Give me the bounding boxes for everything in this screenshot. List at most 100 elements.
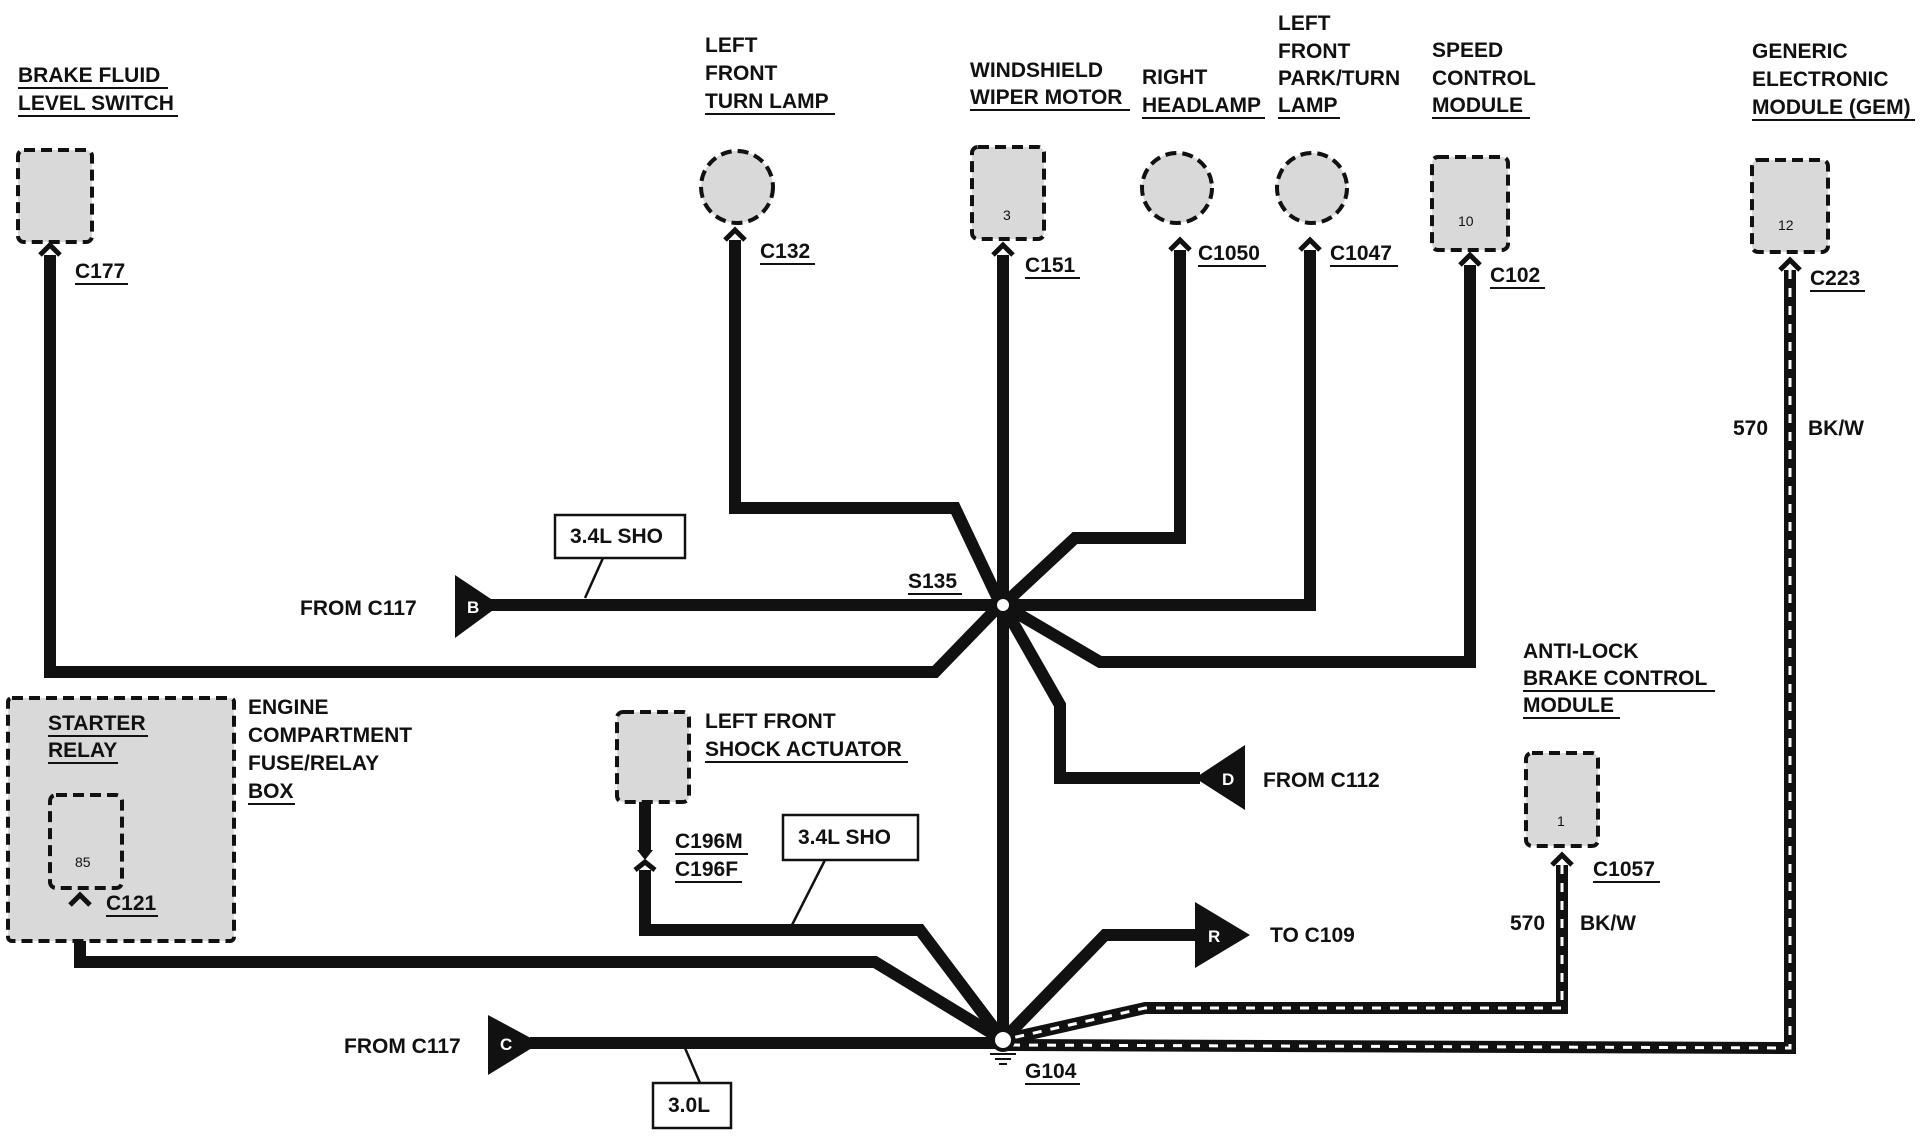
relay-pin: 85 <box>75 854 91 870</box>
gem-label-3: MODULE (GEM) <box>1752 96 1911 119</box>
wiper-label-2: WIPER MOTOR <box>970 86 1122 109</box>
ref-b: B FROM C117 <box>300 575 500 638</box>
g104-label: G104 <box>1025 1060 1077 1083</box>
tag-3-0l-box <box>651 1081 733 1130</box>
ref-r-triangle <box>1195 902 1250 968</box>
ref-d-text: FROM C112 <box>1263 769 1380 792</box>
ref-b-text: FROM C117 <box>300 597 417 620</box>
starter-relay-label-1: STARTER <box>48 712 146 735</box>
ref-r: R TO C109 <box>1195 902 1355 968</box>
wire-c223-stripe <box>1002 270 1792 1050</box>
turn-lamp-body <box>699 149 775 225</box>
fuse-box-label-2: COMPARTMENT <box>248 724 412 747</box>
c102-label: C102 <box>1490 264 1540 287</box>
park-lamp-body <box>1275 151 1349 225</box>
connector-female-icon <box>633 858 657 872</box>
brake-fluid-switch-body <box>16 148 94 244</box>
ref-b-triangle <box>455 575 500 638</box>
component-left-front-park-turn-lamp: LEFT FRONT PARK/TURN LAMP C1047 <box>1275 12 1400 267</box>
connector-icon <box>38 241 62 257</box>
wire-to-c109 <box>998 929 1200 1045</box>
gem-label-2: ELECTRONIC <box>1752 68 1889 91</box>
component-speed-control-module: 10 SPEED CONTROL MODULE C102 <box>1430 39 1545 289</box>
tag-leader <box>790 859 827 926</box>
splice-s135: S135 <box>908 570 1016 618</box>
wiper-label-1: WINDSHIELD <box>970 59 1103 82</box>
speed-label-2: CONTROL <box>1432 67 1536 90</box>
splice-center <box>997 599 1009 611</box>
wire-from-c112 <box>997 602 1200 784</box>
brake-fluid-label-2: LEVEL SWITCH <box>18 92 174 115</box>
component-left-front-turn-lamp: LEFT FRONT TURN LAMP C132 <box>699 34 835 265</box>
speed-label-1: SPEED <box>1432 39 1503 62</box>
wires <box>44 240 1796 1055</box>
component-gem: 12 GENERIC ELECTRONIC MODULE (GEM) C223 … <box>1733 40 1915 440</box>
shock-label-2: SHOCK ACTUATOR <box>705 738 902 761</box>
tag-sho-mid-box <box>781 813 920 862</box>
component-right-headlamp: RIGHT HEADLAMP C1050 <box>1140 66 1266 267</box>
connector-male-icon <box>637 850 653 860</box>
wire-c1047 <box>1003 250 1316 611</box>
c1047-label: C1047 <box>1330 242 1392 265</box>
tag-sho-mid: 3.4L SHO <box>781 813 920 926</box>
abs-circuit-color: BK/W <box>1580 912 1636 935</box>
c1050-label: C1050 <box>1198 242 1260 265</box>
wire-c1050 <box>998 250 1186 610</box>
park-lamp-label-3: PARK/TURN <box>1278 67 1400 90</box>
wire-c196 <box>639 870 1008 1044</box>
c223-label: C223 <box>1810 267 1860 290</box>
speed-label-3: MODULE <box>1432 94 1523 117</box>
fuse-box-label-1: ENGINE <box>248 696 329 719</box>
ref-c-triangle <box>488 1015 540 1075</box>
ref-r-letter: R <box>1208 927 1220 946</box>
turn-lamp-label-1: LEFT <box>705 34 758 57</box>
abs-module-body <box>1524 751 1600 848</box>
brake-fluid-label-1: BRAKE FLUID <box>18 64 160 87</box>
wire-c177 <box>44 255 1005 678</box>
fuse-box-label-3: FUSE/RELAY <box>248 752 379 775</box>
tag-3-0l: 3.0L <box>651 1047 733 1130</box>
component-abs-module: 1 ANTI-LOCK BRAKE CONTROL MODULE C1057 5… <box>1510 640 1715 935</box>
headlamp-body <box>1140 151 1214 225</box>
ref-d: D FROM C112 <box>1195 745 1380 810</box>
abs-pin: 1 <box>1557 813 1565 829</box>
fuse-box-label-4: BOX <box>248 780 294 803</box>
connector-icon <box>991 241 1015 257</box>
connector-icon <box>1298 236 1322 252</box>
c151-label: C151 <box>1025 254 1076 277</box>
connector-icon <box>1168 236 1192 252</box>
ref-d-letter: D <box>1222 770 1234 789</box>
turn-lamp-label-3: TURN LAMP <box>705 90 829 113</box>
headlamp-label-2: HEADLAMP <box>1142 94 1261 117</box>
tag-leader <box>683 1047 702 1084</box>
c1057-label: C1057 <box>1593 858 1655 881</box>
abs-circuit-number: 570 <box>1510 912 1545 935</box>
connector-icon <box>1778 256 1802 272</box>
connector-icon <box>723 226 747 242</box>
tag-sho-mid-text: 3.4L SHO <box>798 826 891 849</box>
speed-pin: 10 <box>1458 213 1474 229</box>
speed-module-body <box>1430 155 1510 252</box>
park-lamp-label-4: LAMP <box>1278 94 1338 117</box>
turn-lamp-label-2: FRONT <box>705 62 777 85</box>
wire-c132 <box>729 240 1006 606</box>
tag-3-0l-text: 3.0L <box>668 1094 710 1117</box>
connector-icon <box>68 891 92 907</box>
ref-c-text: FROM C117 <box>344 1035 461 1058</box>
wiper-pin: 3 <box>1003 207 1011 223</box>
starter-relay-label-2: RELAY <box>48 739 117 762</box>
connector-icon <box>1458 251 1482 267</box>
tag-sho-top-box <box>553 513 687 560</box>
park-lamp-label-2: FRONT <box>1278 40 1350 63</box>
component-shock-actuator: LEFT FRONT SHOCK ACTUATOR C196M C196F <box>615 710 908 883</box>
s135-label: S135 <box>908 570 957 593</box>
gem-body <box>1750 158 1830 254</box>
gem-circuit-number: 570 <box>1733 417 1768 440</box>
wire-c102 <box>999 265 1476 668</box>
ref-r-text: TO C109 <box>1270 924 1355 947</box>
shock-label-1: LEFT FRONT <box>705 710 836 733</box>
connector-icon <box>1550 851 1574 867</box>
gem-label-1: GENERIC <box>1752 40 1848 63</box>
abs-label-1: ANTI-LOCK <box>1523 640 1638 663</box>
park-lamp-label-1: LEFT <box>1278 12 1331 35</box>
